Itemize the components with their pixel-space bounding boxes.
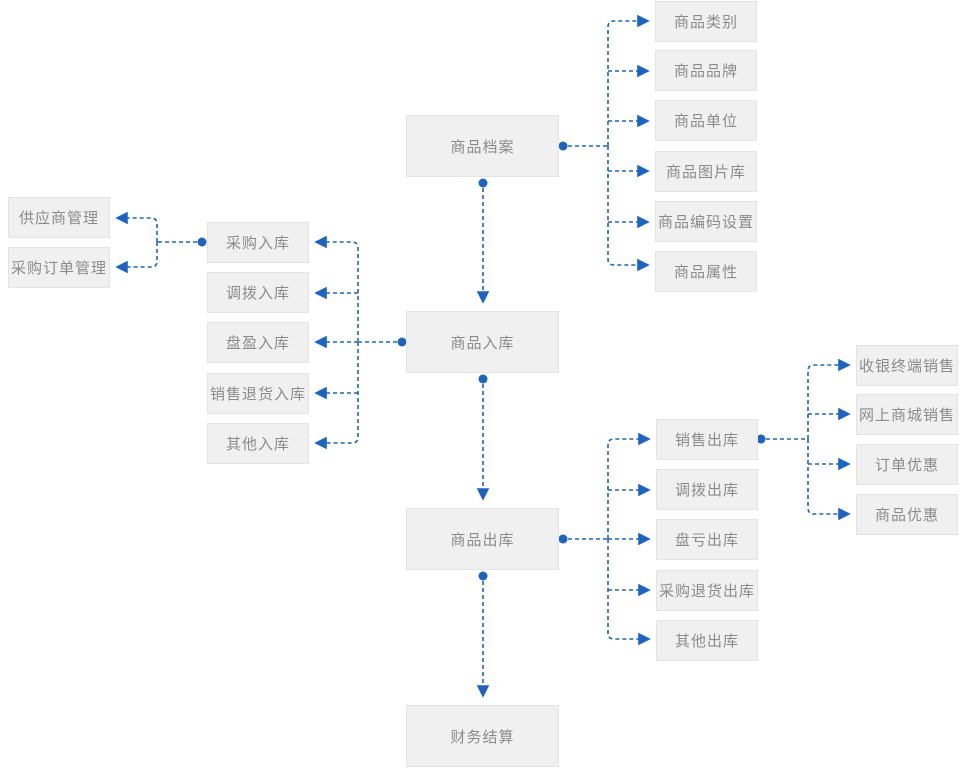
- node-financial-settlement: 财务结算: [406, 705, 559, 767]
- node-product-image-library: 商品图片库: [655, 151, 757, 192]
- node-purchase-inbound: 采购入库: [207, 222, 309, 263]
- node-product-inbound: 商品入库: [406, 311, 559, 373]
- node-purchase-order-management: 采购订单管理: [8, 247, 110, 288]
- node-order-discount: 订单优惠: [856, 444, 958, 485]
- connector-dot: [478, 374, 488, 384]
- node-sales-outbound: 销售出库: [656, 419, 758, 460]
- flow-inbound-to-outbound: [476, 374, 490, 501]
- node-surplus-inbound: 盘盈入库: [207, 322, 309, 363]
- node-sales-return-inbound: 销售退货入库: [207, 373, 309, 414]
- node-product-category: 商品类别: [655, 1, 757, 42]
- flow-archive-to-inbound: [476, 178, 490, 304]
- connector-dot: [558, 141, 568, 151]
- node-other-outbound: 其他出库: [656, 620, 758, 661]
- connector-dot: [197, 237, 207, 247]
- fan-product-outbound: [558, 432, 651, 646]
- node-supplier-management: 供应商管理: [8, 197, 110, 238]
- node-product-discount: 商品优惠: [856, 494, 958, 535]
- fan-purchase-inbound: [115, 211, 207, 274]
- node-product-archive: 商品档案: [406, 115, 559, 177]
- connector-dot: [478, 571, 488, 581]
- fan-sales-outbound: [756, 358, 851, 521]
- node-online-mall-sales: 网上商城销售: [856, 394, 958, 435]
- node-loss-outbound: 盘亏出库: [656, 519, 758, 560]
- connector-dot: [558, 534, 568, 544]
- fan-product-archive: [558, 14, 650, 272]
- flow-outbound-to-settlement: [476, 571, 490, 698]
- node-transfer-inbound: 调拨入库: [207, 272, 309, 313]
- node-pos-terminal-sales: 收银终端销售: [856, 345, 958, 386]
- node-product-attributes: 商品属性: [655, 251, 757, 292]
- connector-dot: [478, 178, 488, 188]
- node-purchase-return-outbound: 采购退货出库: [656, 570, 758, 611]
- node-product-unit: 商品单位: [655, 100, 757, 141]
- node-product-code-settings: 商品编码设置: [655, 201, 757, 242]
- node-product-brand: 商品品牌: [655, 50, 757, 91]
- node-other-inbound: 其他入库: [207, 423, 309, 464]
- node-transfer-outbound: 调拨出库: [656, 469, 758, 510]
- node-product-outbound: 商品出库: [406, 508, 559, 570]
- fan-product-inbound: [314, 235, 407, 450]
